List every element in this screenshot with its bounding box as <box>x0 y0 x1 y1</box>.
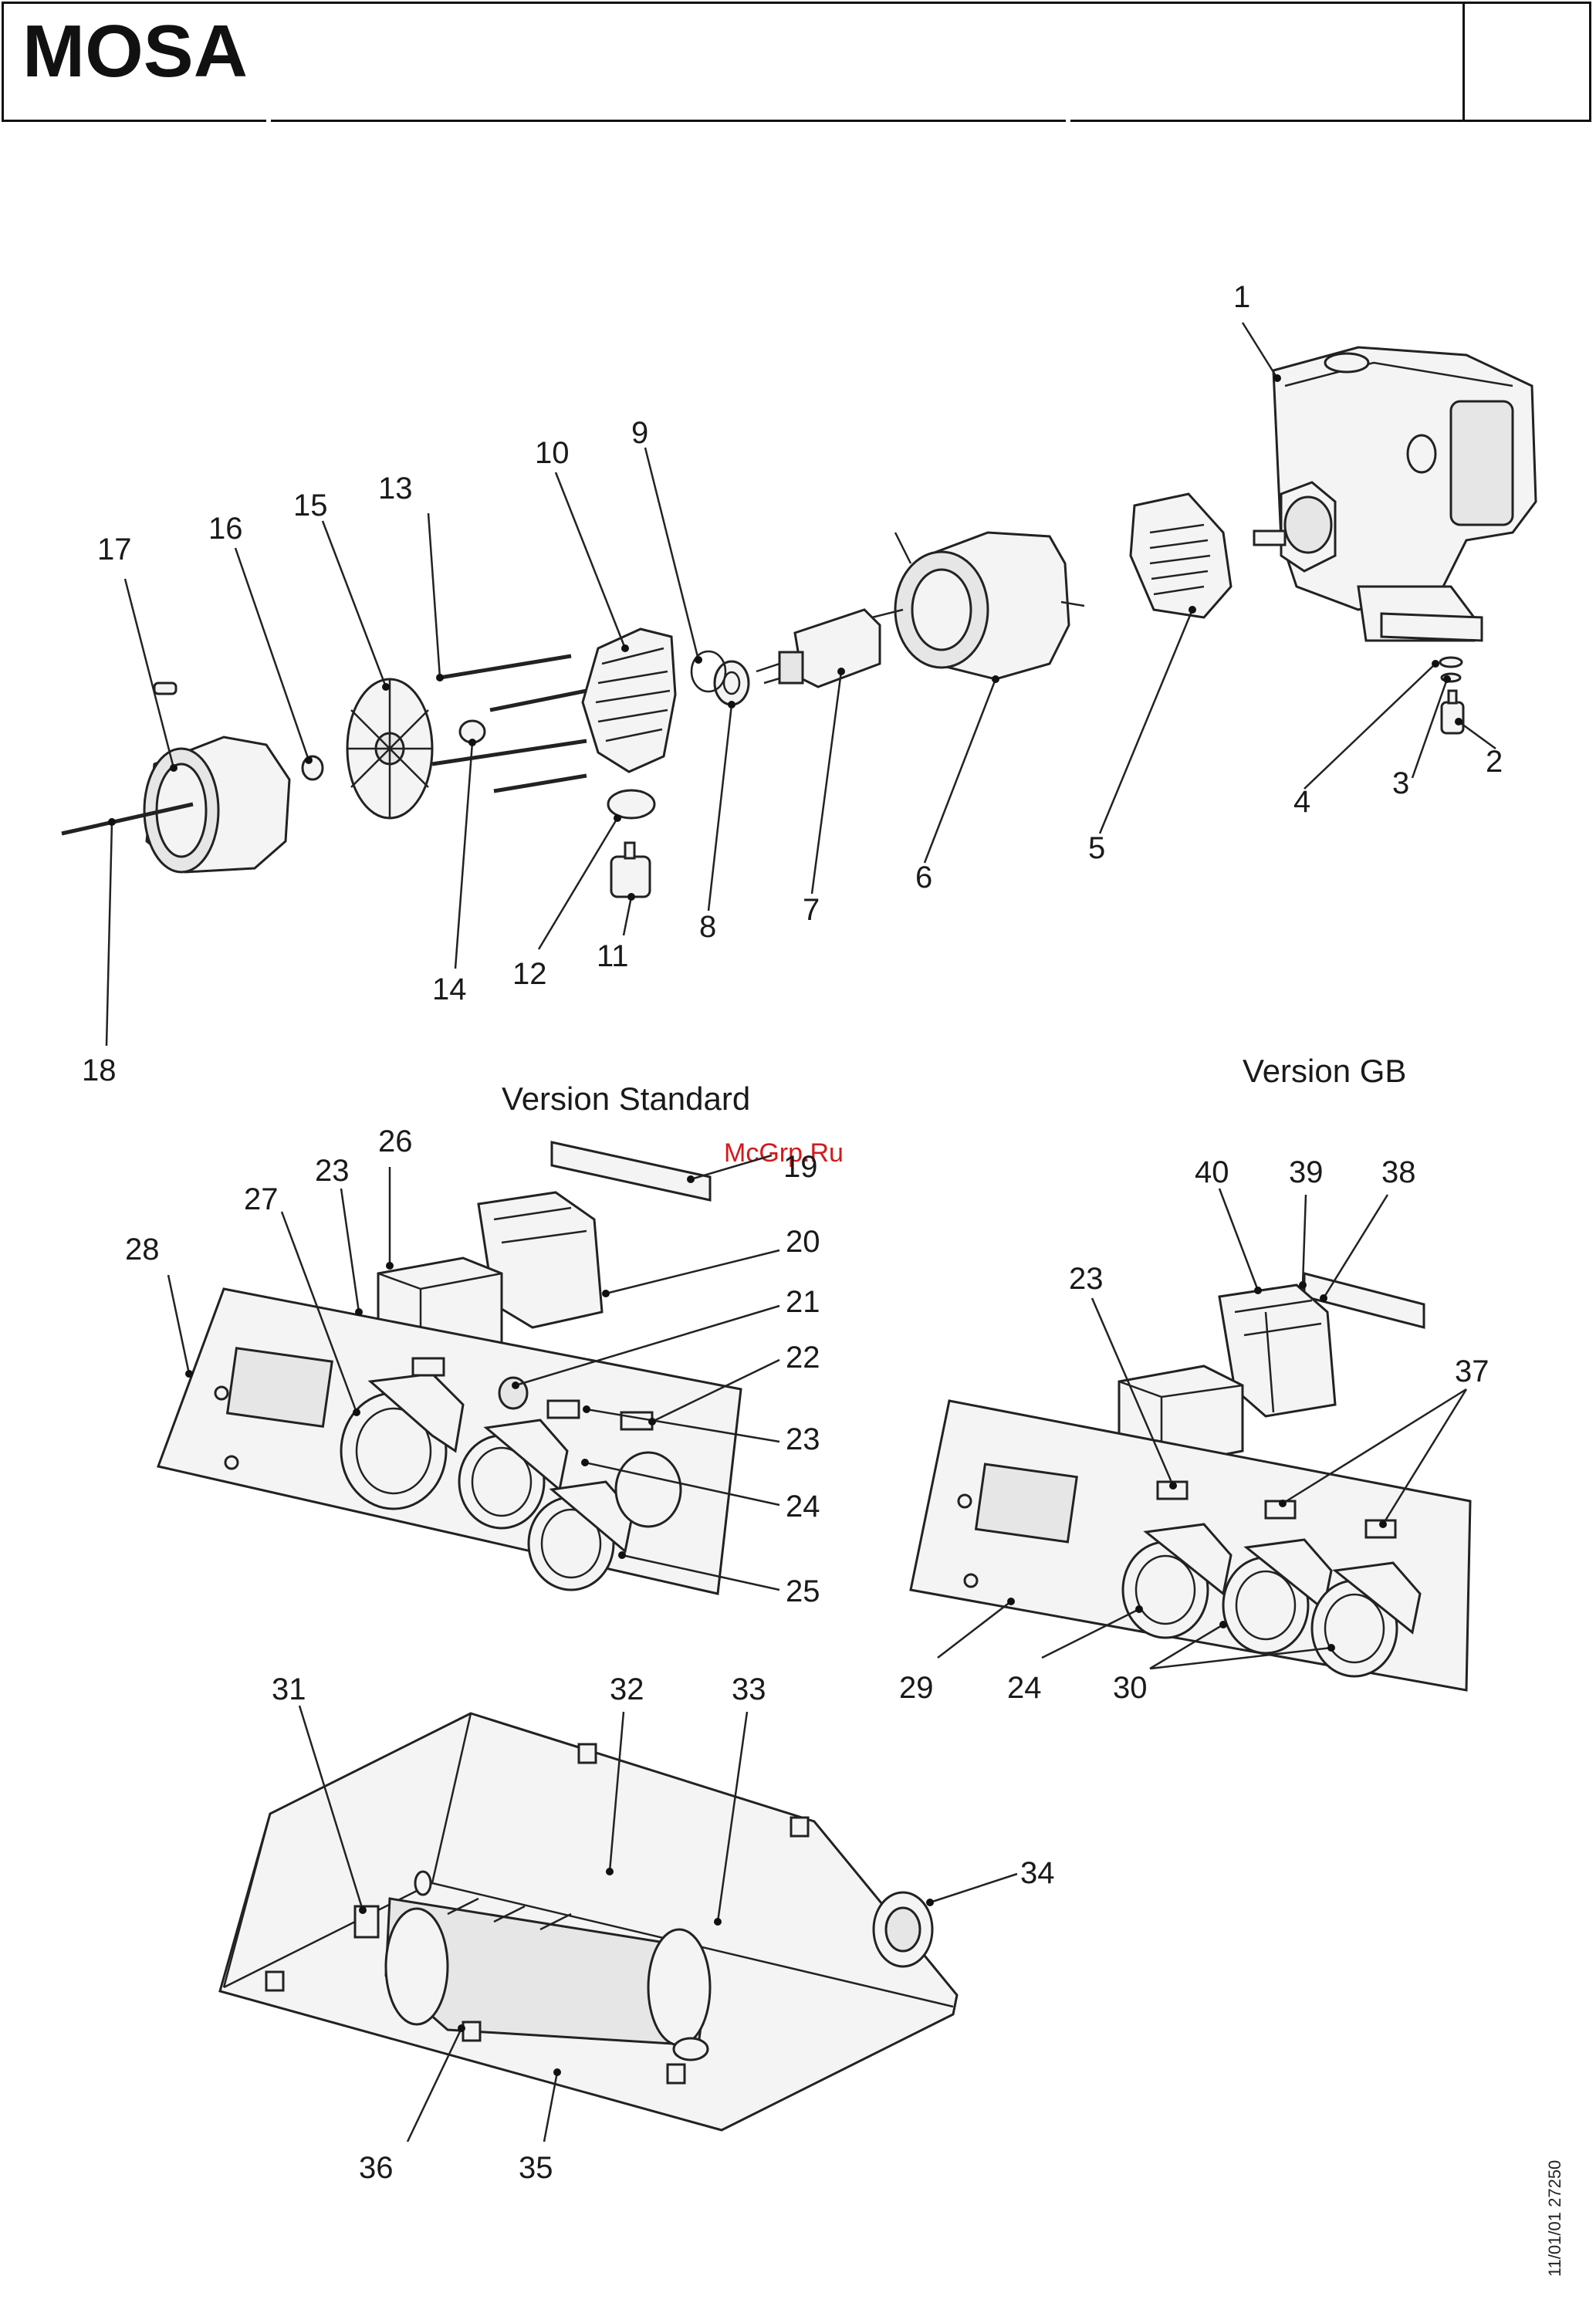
callout-36: 36 <box>359 2151 394 2185</box>
callout-25: 25 <box>786 1574 820 1608</box>
callout-29: 29 <box>899 1671 934 1705</box>
fan-drawing <box>347 679 432 818</box>
callout-15: 15 <box>293 489 328 522</box>
callout-4: 4 <box>1293 785 1310 819</box>
callout-18: 18 <box>82 1053 117 1087</box>
callout-27: 27 <box>244 1182 279 1216</box>
callout-6: 6 <box>915 861 932 894</box>
damper-drawing <box>608 790 654 897</box>
end-cover-drawing <box>144 683 289 872</box>
callout-26: 26 <box>378 1124 413 1158</box>
callout-16: 16 <box>208 512 243 546</box>
callout-35: 35 <box>519 2151 553 2185</box>
callout-33: 33 <box>732 1672 766 1706</box>
callout-19: 19 <box>783 1150 818 1184</box>
callout-17: 17 <box>97 533 132 566</box>
callout-5: 5 <box>1088 831 1105 865</box>
document-code: 11/01/01 27250 <box>1545 2160 1564 2277</box>
callout-10: 10 <box>535 436 570 470</box>
callout-13: 13 <box>378 472 413 506</box>
callout-20: 20 <box>786 1225 820 1259</box>
callout-28: 28 <box>125 1233 160 1266</box>
top-leader-dots <box>108 374 1462 901</box>
callout-32: 32 <box>610 1672 644 1706</box>
callout-34: 34 <box>1020 1856 1055 1890</box>
callout-40: 40 <box>1195 1155 1229 1189</box>
callout-23-gb: 23 <box>1069 1262 1104 1296</box>
stator-drawing <box>895 533 1084 679</box>
callout-23-right: 23 <box>786 1422 820 1456</box>
gb-panel-drawing <box>911 1273 1470 1690</box>
callout-22: 22 <box>786 1341 820 1375</box>
callout-30: 30 <box>1113 1671 1148 1705</box>
callout-14: 14 <box>432 972 467 1006</box>
callout-39: 39 <box>1289 1155 1324 1189</box>
callout-8: 8 <box>699 910 716 944</box>
rotor-drawing <box>756 610 903 687</box>
callout-24-gb: 24 <box>1007 1671 1042 1705</box>
tie-rods-drawing <box>432 656 587 791</box>
version-standard-label: Version Standard <box>502 1080 750 1117</box>
callout-23-top: 23 <box>315 1154 350 1188</box>
callout-24: 24 <box>786 1490 820 1523</box>
callout-1: 1 <box>1233 280 1250 314</box>
callout-7: 7 <box>803 893 820 927</box>
callout-11: 11 <box>597 939 629 973</box>
callout-31: 31 <box>272 1672 306 1706</box>
callout-12: 12 <box>512 957 547 991</box>
callout-9: 9 <box>631 416 648 450</box>
callout-37: 37 <box>1455 1354 1489 1388</box>
engine-drawing <box>1254 347 1536 641</box>
control-box-drawing <box>220 1713 957 2130</box>
bearing-drawing <box>715 661 749 705</box>
callout-38: 38 <box>1381 1155 1416 1189</box>
callout-21: 21 <box>786 1285 820 1319</box>
callout-3: 3 <box>1392 766 1409 800</box>
end-shield-drawing <box>583 629 675 772</box>
callout-2: 2 <box>1486 745 1503 779</box>
version-gb-label: Version GB <box>1243 1053 1406 1089</box>
flange-drawing <box>1131 494 1231 617</box>
